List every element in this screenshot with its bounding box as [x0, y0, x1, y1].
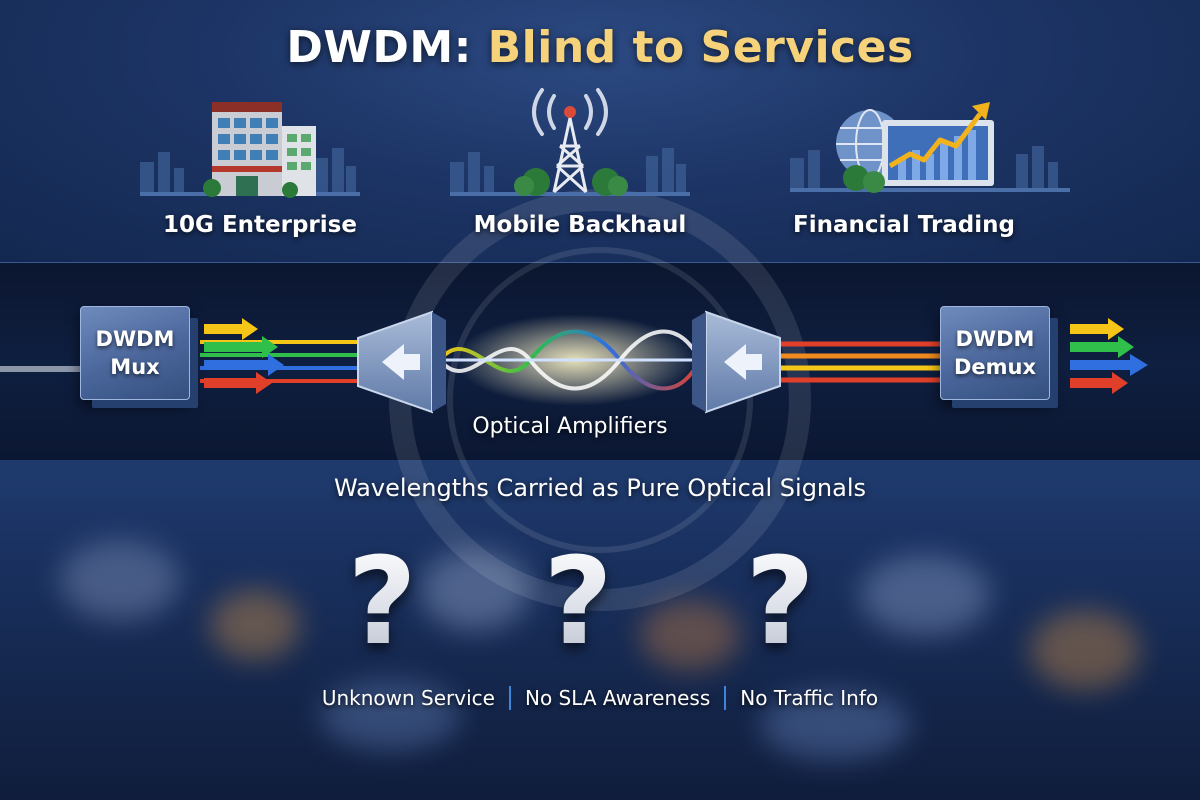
question-mark-icon: ?	[518, 538, 638, 668]
optical-amplifier-right	[692, 310, 781, 414]
optical-signal-waves	[438, 329, 702, 391]
optical-amplifiers-label: Optical Amplifiers	[472, 414, 668, 439]
demux-label-line1: DWDM	[955, 327, 1035, 351]
trading-chart-icon	[790, 102, 1070, 193]
separator	[724, 686, 727, 710]
left-arrow-icon	[382, 344, 420, 380]
mux-label-line1: DWDM	[95, 327, 175, 351]
wavelengths-subheading: Wavelengths Carried as Pure Optical Sign…	[333, 474, 867, 502]
service-label-mobile-backhaul: Mobile Backhaul	[473, 212, 687, 238]
page-title: DWDM: Blind to Services	[0, 22, 1200, 73]
demux-label-line2: Demux	[953, 355, 1037, 379]
service-label-enterprise: 10G Enterprise	[163, 212, 357, 238]
question-mark-icon: ?	[322, 538, 442, 668]
cell-tower-icon	[450, 88, 690, 196]
gap-no-traffic-info: No Traffic Info	[740, 686, 879, 710]
visibility-band	[0, 460, 1200, 800]
visibility-gaps-row: Unknown Service No SLA Awareness No Traf…	[0, 686, 1200, 710]
gap-unknown-service: Unknown Service	[321, 686, 495, 710]
mux-arrows	[204, 318, 284, 394]
gap-no-sla-awareness: No SLA Awareness	[524, 686, 711, 710]
optical-link-diagram	[0, 310, 1148, 414]
wavelength-lanes-right	[780, 341, 940, 383]
service-label-financial-trading: Financial Trading	[792, 212, 1015, 238]
optical-amplifier-left	[357, 310, 446, 414]
office-building-icon	[140, 102, 360, 198]
title-lead: DWDM:	[286, 22, 472, 73]
title-accent: Blind to Services	[487, 22, 914, 73]
input-fiber	[0, 366, 90, 372]
dwdm-demux-box: DWDM Demux	[940, 306, 1050, 400]
mux-label-line2: Mux	[110, 355, 160, 379]
demux-arrows	[1070, 318, 1148, 394]
separator	[508, 686, 511, 710]
dwdm-mux-box: DWDM Mux	[80, 306, 190, 400]
question-mark-icon: ?	[720, 538, 840, 668]
left-arrow-icon	[724, 344, 762, 380]
